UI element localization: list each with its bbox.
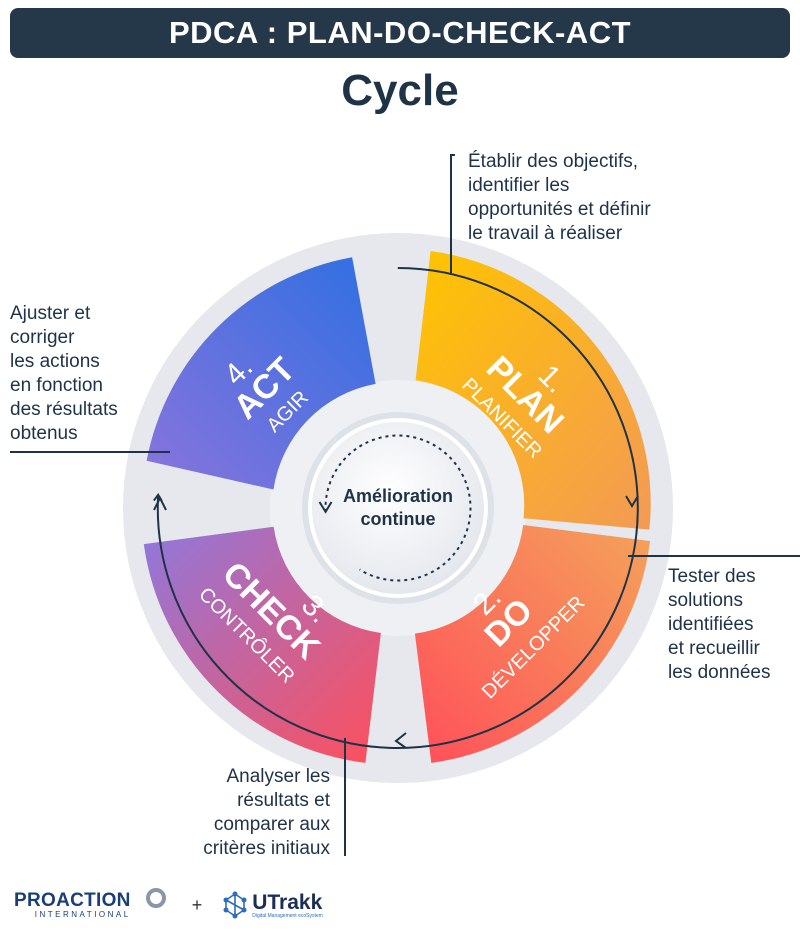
act-note-line: en fonction: [10, 375, 103, 396]
plan-connector: [450, 154, 455, 275]
flow-arrow-plan-do: [625, 495, 639, 508]
flow-arrow-do-check: [394, 732, 407, 749]
plan-note: Établir des objectifs, identifier les op…: [468, 150, 651, 246]
do-note-line: les données: [668, 662, 771, 683]
utrakk-network-icon: [223, 891, 247, 919]
do-note-line: et recueillir: [668, 638, 760, 659]
proaction-logo: PROACTION INTERNATIONAL: [14, 891, 131, 919]
act-note-line: des résultats: [10, 399, 118, 420]
hub: [308, 418, 488, 598]
act-note: Ajuster et corriger les actions en fonct…: [10, 302, 118, 446]
plan-note-line: le travail à réaliser: [468, 223, 623, 244]
plus-sign: +: [191, 894, 203, 915]
do-quadrant: [414, 525, 650, 763]
center-label-line2: continue: [361, 509, 436, 529]
page-subtitle: Cycle: [341, 66, 459, 115]
check-note-line: résultats et: [237, 790, 330, 811]
do-note-line: solutions: [668, 590, 743, 611]
page-title: PDCA : PLAN-DO-CHECK-ACT: [168, 15, 632, 50]
center-label-line1: Amélioration: [343, 486, 453, 506]
utrakk-sub: Digital Management ecoSystem: [252, 912, 323, 919]
act-quadrant: [146, 257, 376, 490]
title-banner: PDCA : PLAN-DO-CHECK-ACT: [10, 8, 790, 58]
act-note-line: Ajuster et: [10, 303, 91, 324]
act-note-line: obtenus: [10, 423, 78, 444]
do-note: Tester des solutions identifiées et recu…: [668, 565, 770, 685]
do-note-line: Tester des: [668, 566, 756, 587]
plan-quadrant: [415, 251, 651, 530]
do-note-line: identifiées: [668, 614, 754, 635]
act-note-line: les actions: [10, 351, 100, 372]
check-note-line: comparer aux: [213, 814, 330, 835]
utrakk-logo: UTrakk Digital Management ecoSystem: [222, 891, 323, 919]
proaction-name: PROACTION: [14, 890, 131, 911]
proaction-sub: INTERNATIONAL: [34, 910, 131, 919]
plan-note-line: Établir des objectifs,: [468, 151, 639, 172]
check-quadrant: [143, 526, 381, 763]
proaction-ring-icon: [145, 888, 166, 908]
check-note-line: Analyser les: [226, 766, 331, 787]
act-note-line: corriger: [10, 327, 75, 348]
hub-arrow-head: [318, 501, 333, 514]
flow-arrow-check-act: [153, 495, 167, 511]
plan-note-line: identifier les: [468, 175, 570, 196]
check-note-line: critères initiaux: [203, 838, 330, 859]
footer-logos: PROACTION INTERNATIONAL + UTrakk Digital…: [14, 887, 323, 923]
flow-arrow: [153, 267, 639, 749]
utrakk-name: UTrakk: [252, 890, 323, 914]
plan-note-line: opportunités et définir: [468, 199, 651, 220]
check-note: Analyser les résultats et comparer aux c…: [203, 765, 330, 861]
